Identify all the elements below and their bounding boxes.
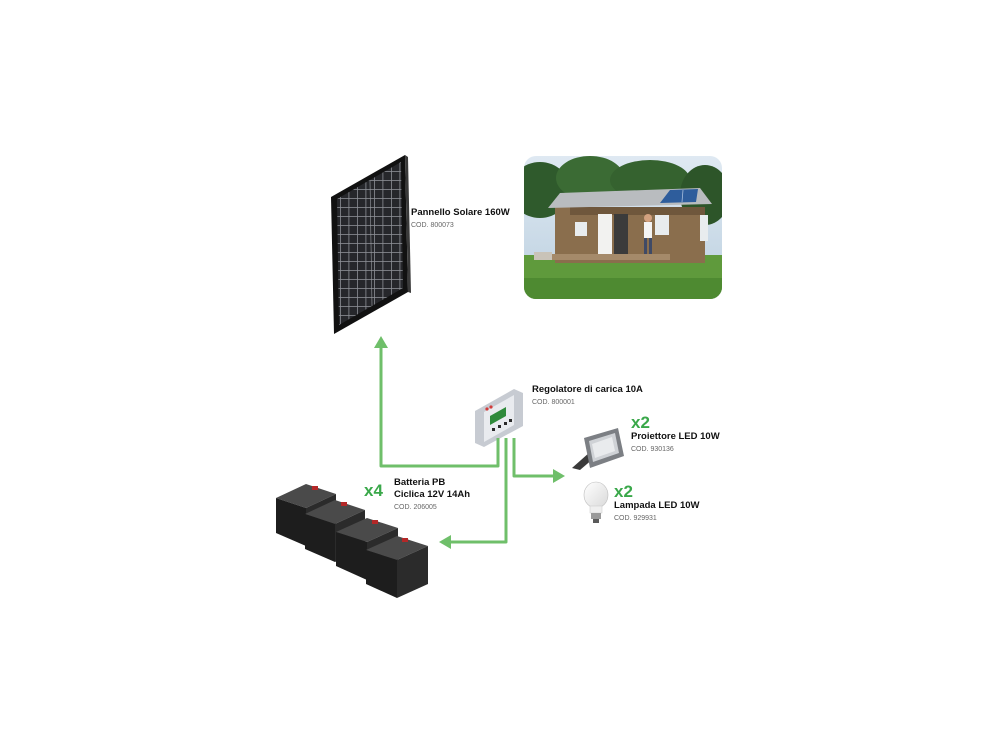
charge-controller-label: Regolatore di carica 10A COD. 800001 xyxy=(532,384,643,408)
wiring-arrows xyxy=(379,345,555,544)
charge-controller-title: Regolatore di carica 10A xyxy=(532,384,643,395)
arrow-to-loads xyxy=(512,438,555,478)
floodlight-label: Proiettore LED 10W COD. 930136 xyxy=(631,431,720,455)
battery-unit xyxy=(366,536,428,598)
battery-quantity: x4 xyxy=(364,481,383,500)
floodlight-title: Proiettore LED 10W xyxy=(631,431,720,442)
solar-panel-title: Pannello Solare 160W xyxy=(411,207,510,218)
arrow-to-solar-panel xyxy=(379,345,500,468)
battery-title-line1: Batteria PB xyxy=(394,477,446,488)
arrow-to-battery xyxy=(447,438,508,544)
floodlight-icon xyxy=(572,428,624,470)
house-photo xyxy=(524,156,722,299)
battery-title-line2: Ciclica 12V 14Ah xyxy=(394,489,471,500)
bulb-code: COD. 929931 xyxy=(614,515,657,522)
arrowheads xyxy=(374,336,565,549)
bulb-quantity: x2 xyxy=(614,482,633,501)
floodlight-quantity: x2 xyxy=(631,413,650,432)
battery-code: COD. 206005 xyxy=(394,504,437,511)
floodlight-code: COD. 930136 xyxy=(631,446,674,453)
bulb-title: Lampada LED 10W xyxy=(614,500,700,511)
arrowhead-up-icon xyxy=(374,336,388,348)
solar-panel-code: COD. 800073 xyxy=(411,222,454,229)
solar-panel-label: Pannello Solare 160W COD. 800073 xyxy=(411,207,510,231)
solar-panel-icon xyxy=(331,155,411,334)
charge-controller-icon xyxy=(475,389,523,447)
battery-icon xyxy=(276,484,428,598)
arrowhead-left-icon xyxy=(439,535,451,549)
bulb-label: Lampada LED 10W COD. 929931 xyxy=(614,500,700,524)
arrowhead-right-icon xyxy=(553,469,565,483)
battery-label: Batteria PB Ciclica 12V 14Ah COD. 206005 xyxy=(394,477,470,513)
led-bulb-icon xyxy=(583,481,609,523)
charge-controller-code: COD. 800001 xyxy=(532,399,575,406)
